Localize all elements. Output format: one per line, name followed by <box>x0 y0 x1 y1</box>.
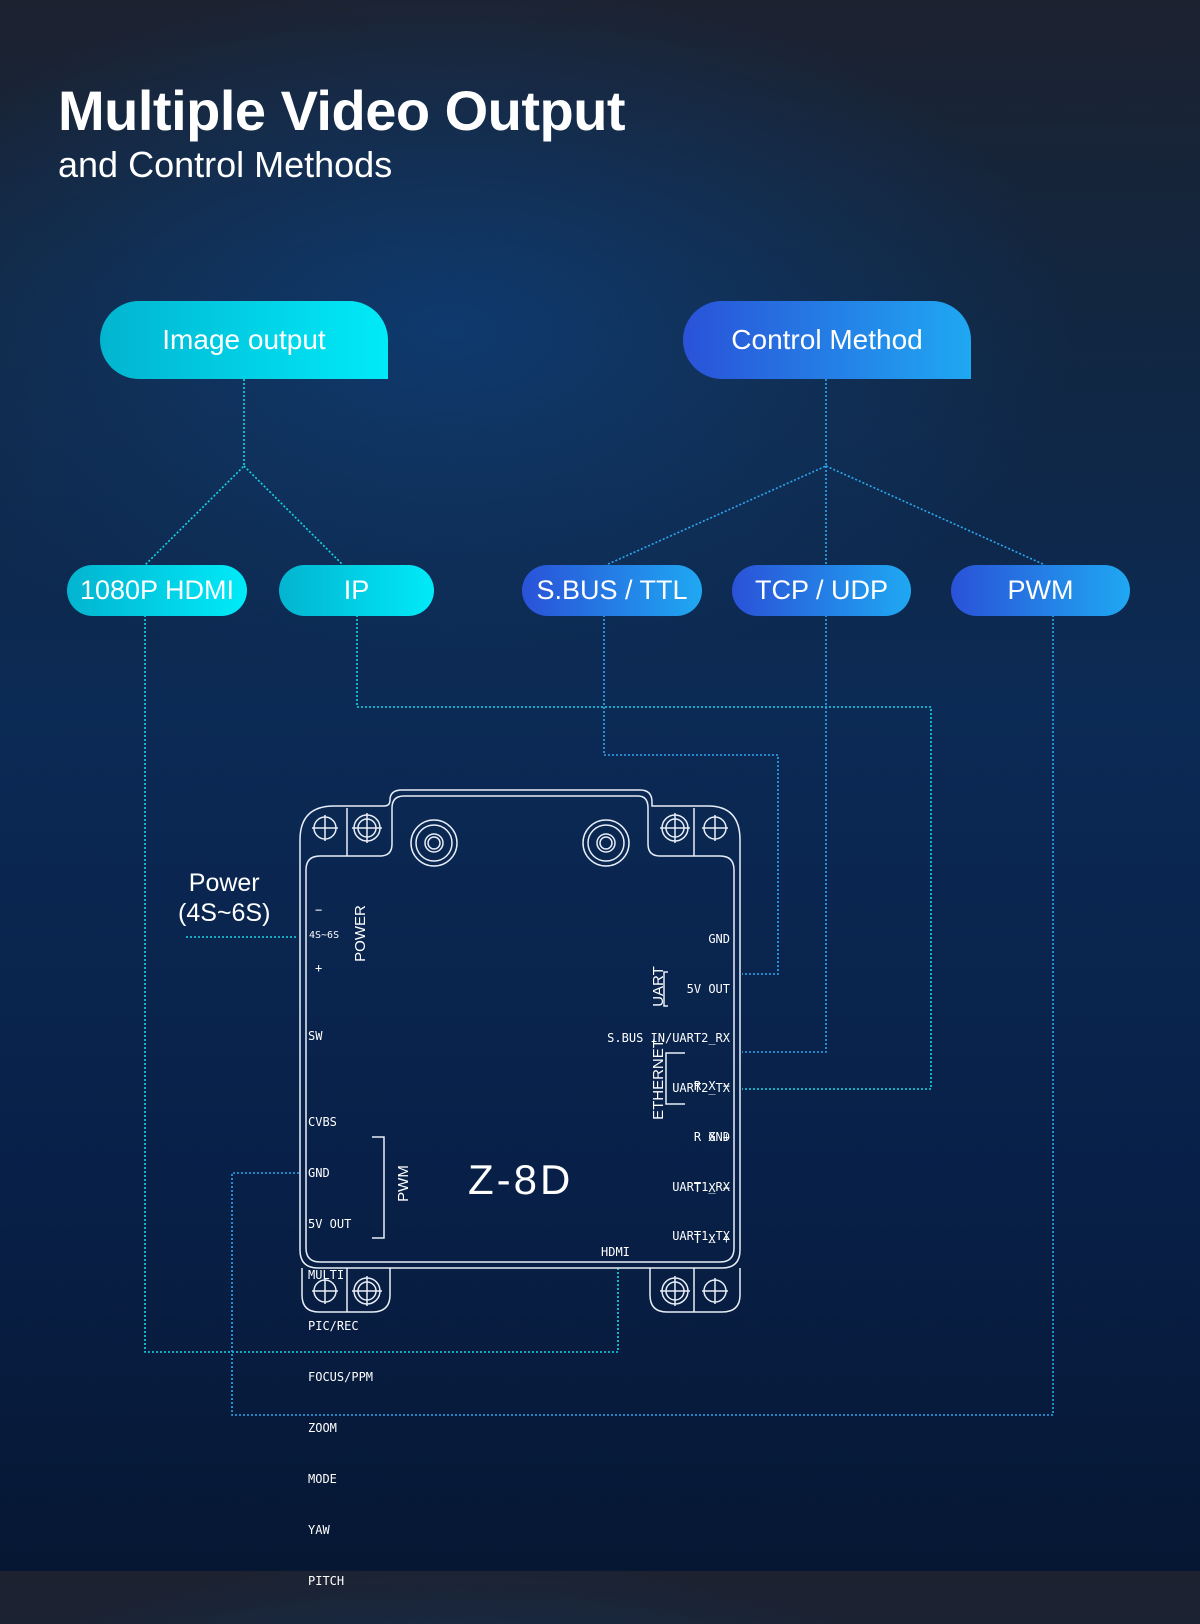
line-pwm <box>231 615 1054 1416</box>
pin: S.BUS IN/UART2_RX <box>607 1031 730 1045</box>
ethernet-pin-list: R X − R X + T X − T X + <box>694 1044 730 1282</box>
pin: CVBS <box>308 1115 337 1129</box>
pin: GND <box>308 1166 330 1180</box>
line-image-output <box>144 379 344 566</box>
line-sbus <box>603 615 779 975</box>
pin: T X + <box>693 1232 730 1246</box>
uart-bracket <box>663 971 668 1007</box>
power-minus: − <box>315 903 323 917</box>
pin: 5V OUT <box>686 981 730 996</box>
power-range: (4S~6S) <box>178 899 271 927</box>
power-group-label: POWER <box>351 905 369 962</box>
option-pwm: PWM <box>951 565 1130 616</box>
option-1080p-hdmi: 1080P HDMI <box>67 565 247 616</box>
pin: PITCH <box>308 1574 345 1588</box>
board-outline <box>299 789 741 1313</box>
uart-group-label: UART <box>649 966 667 1007</box>
hdmi-port-label: HDMI <box>601 1245 630 1259</box>
pin: T X − <box>693 1181 730 1195</box>
connection-lines <box>144 379 1054 1416</box>
ethernet-bracket <box>665 1052 685 1105</box>
pin: R X + <box>693 1130 730 1144</box>
pin: UART1_TX <box>672 1229 730 1243</box>
pin: MULTI <box>308 1268 345 1282</box>
line-ip <box>356 615 932 1090</box>
left-pin-list: CVBS GND 5V OUT MULTI PIC/REC FOCUS/PPM … <box>308 1080 373 1624</box>
pin: UART2_TX <box>672 1080 730 1095</box>
right-pin-list: GND 5V OUT S.BUS IN/UART2_RX UART2_TX GN… <box>607 898 730 1278</box>
pin: UART1_RX <box>672 1179 730 1194</box>
pin: GND <box>708 1130 730 1144</box>
option-ip: IP <box>279 565 434 616</box>
category-image-output: Image output <box>100 301 388 379</box>
page-title: Multiple Video Output <box>58 79 626 142</box>
pin: YAW <box>308 1523 330 1537</box>
line-hdmi <box>144 615 619 1353</box>
pin: FOCUS/PPM <box>308 1370 374 1384</box>
option-tcp-udp: TCP / UDP <box>732 565 911 616</box>
line-control-method <box>605 379 1046 566</box>
ethernet-group-label: ETHERNET <box>649 1039 667 1120</box>
category-control-method: Control Method <box>683 301 971 379</box>
pwm-group-label: PWM <box>394 1165 412 1202</box>
model-name: Z-8D <box>468 1156 574 1203</box>
power-plus: + <box>315 961 323 975</box>
line-tcp-udp <box>742 615 827 1053</box>
pin: 5V OUT <box>308 1217 352 1231</box>
page-subtitle: and Control Methods <box>58 144 393 185</box>
pin: MODE <box>308 1472 337 1486</box>
pin: GND <box>708 932 730 946</box>
power-title: Power <box>188 869 260 897</box>
mounting-holes <box>312 813 728 1306</box>
sw-pin: SW <box>308 1029 323 1043</box>
power-label: Power (4S~6S) <box>178 868 270 928</box>
pin: PIC/REC <box>308 1319 359 1333</box>
pwm-bracket <box>372 1136 385 1239</box>
option-sbus-ttl: S.BUS / TTL <box>522 565 702 616</box>
pin: R X − <box>693 1079 730 1093</box>
pin: ZOOM <box>308 1421 337 1435</box>
power-range-pin: 4S~6S <box>309 930 340 941</box>
